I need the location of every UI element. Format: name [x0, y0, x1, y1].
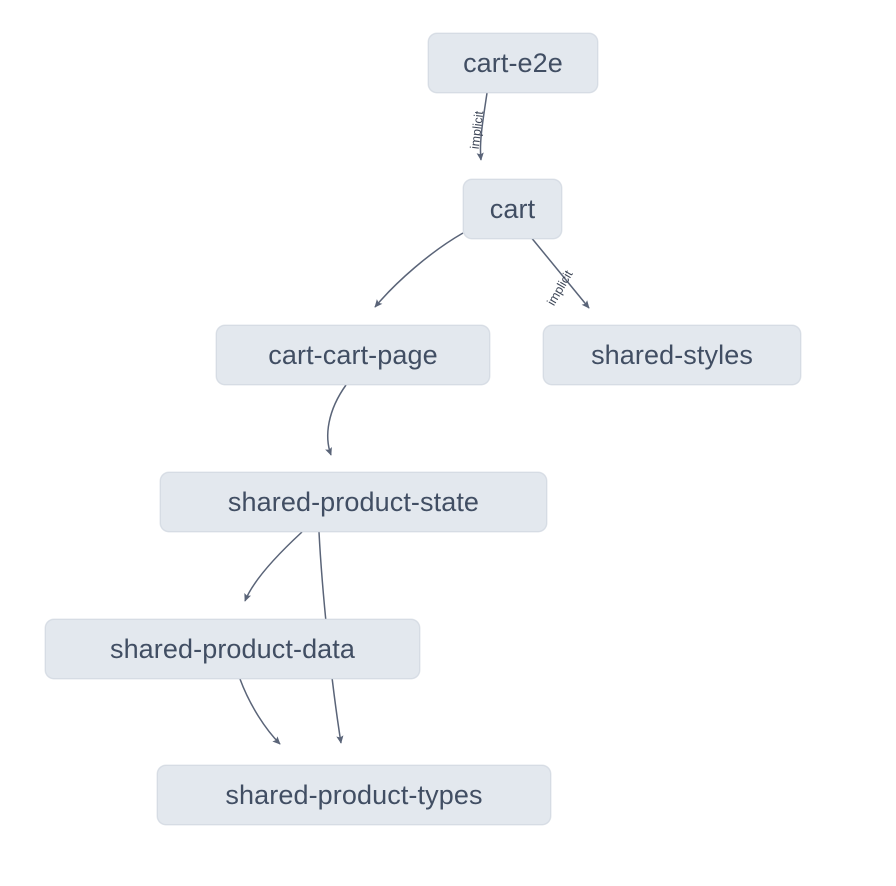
edge-shared-product-data-to-shared-product-types — [239, 678, 281, 745]
node-shared-product-state[interactable]: shared-product-state — [160, 472, 547, 532]
node-cart-cart-page[interactable]: cart-cart-page — [216, 325, 490, 385]
node-shared-product-data[interactable]: shared-product-data — [45, 619, 420, 679]
node-shared-styles[interactable]: shared-styles — [543, 325, 801, 385]
edge-cart-cart-page-to-shared-product-state — [325, 384, 347, 456]
node-cart[interactable]: cart — [463, 179, 562, 239]
edge-cart-e2e-to-cart — [476, 92, 488, 161]
node-label: shared-product-state — [227, 486, 480, 517]
node-label: cart-e2e — [463, 47, 563, 78]
node-label: shared-product-data — [109, 633, 356, 664]
edge-cart-to-cart-cart-page — [374, 232, 464, 308]
node-label: shared-styles — [591, 339, 753, 370]
edge-cart-to-shared-styles — [529, 235, 590, 309]
node-cart-e2e[interactable]: cart-e2e — [428, 33, 598, 93]
node-label: shared-product-types — [225, 779, 483, 810]
edge-shared-product-state-to-shared-product-data — [244, 531, 303, 602]
node-label: cart-cart-page — [268, 339, 438, 370]
node-label: cart — [489, 193, 536, 224]
node-shared-product-types[interactable]: shared-product-types — [157, 765, 551, 825]
